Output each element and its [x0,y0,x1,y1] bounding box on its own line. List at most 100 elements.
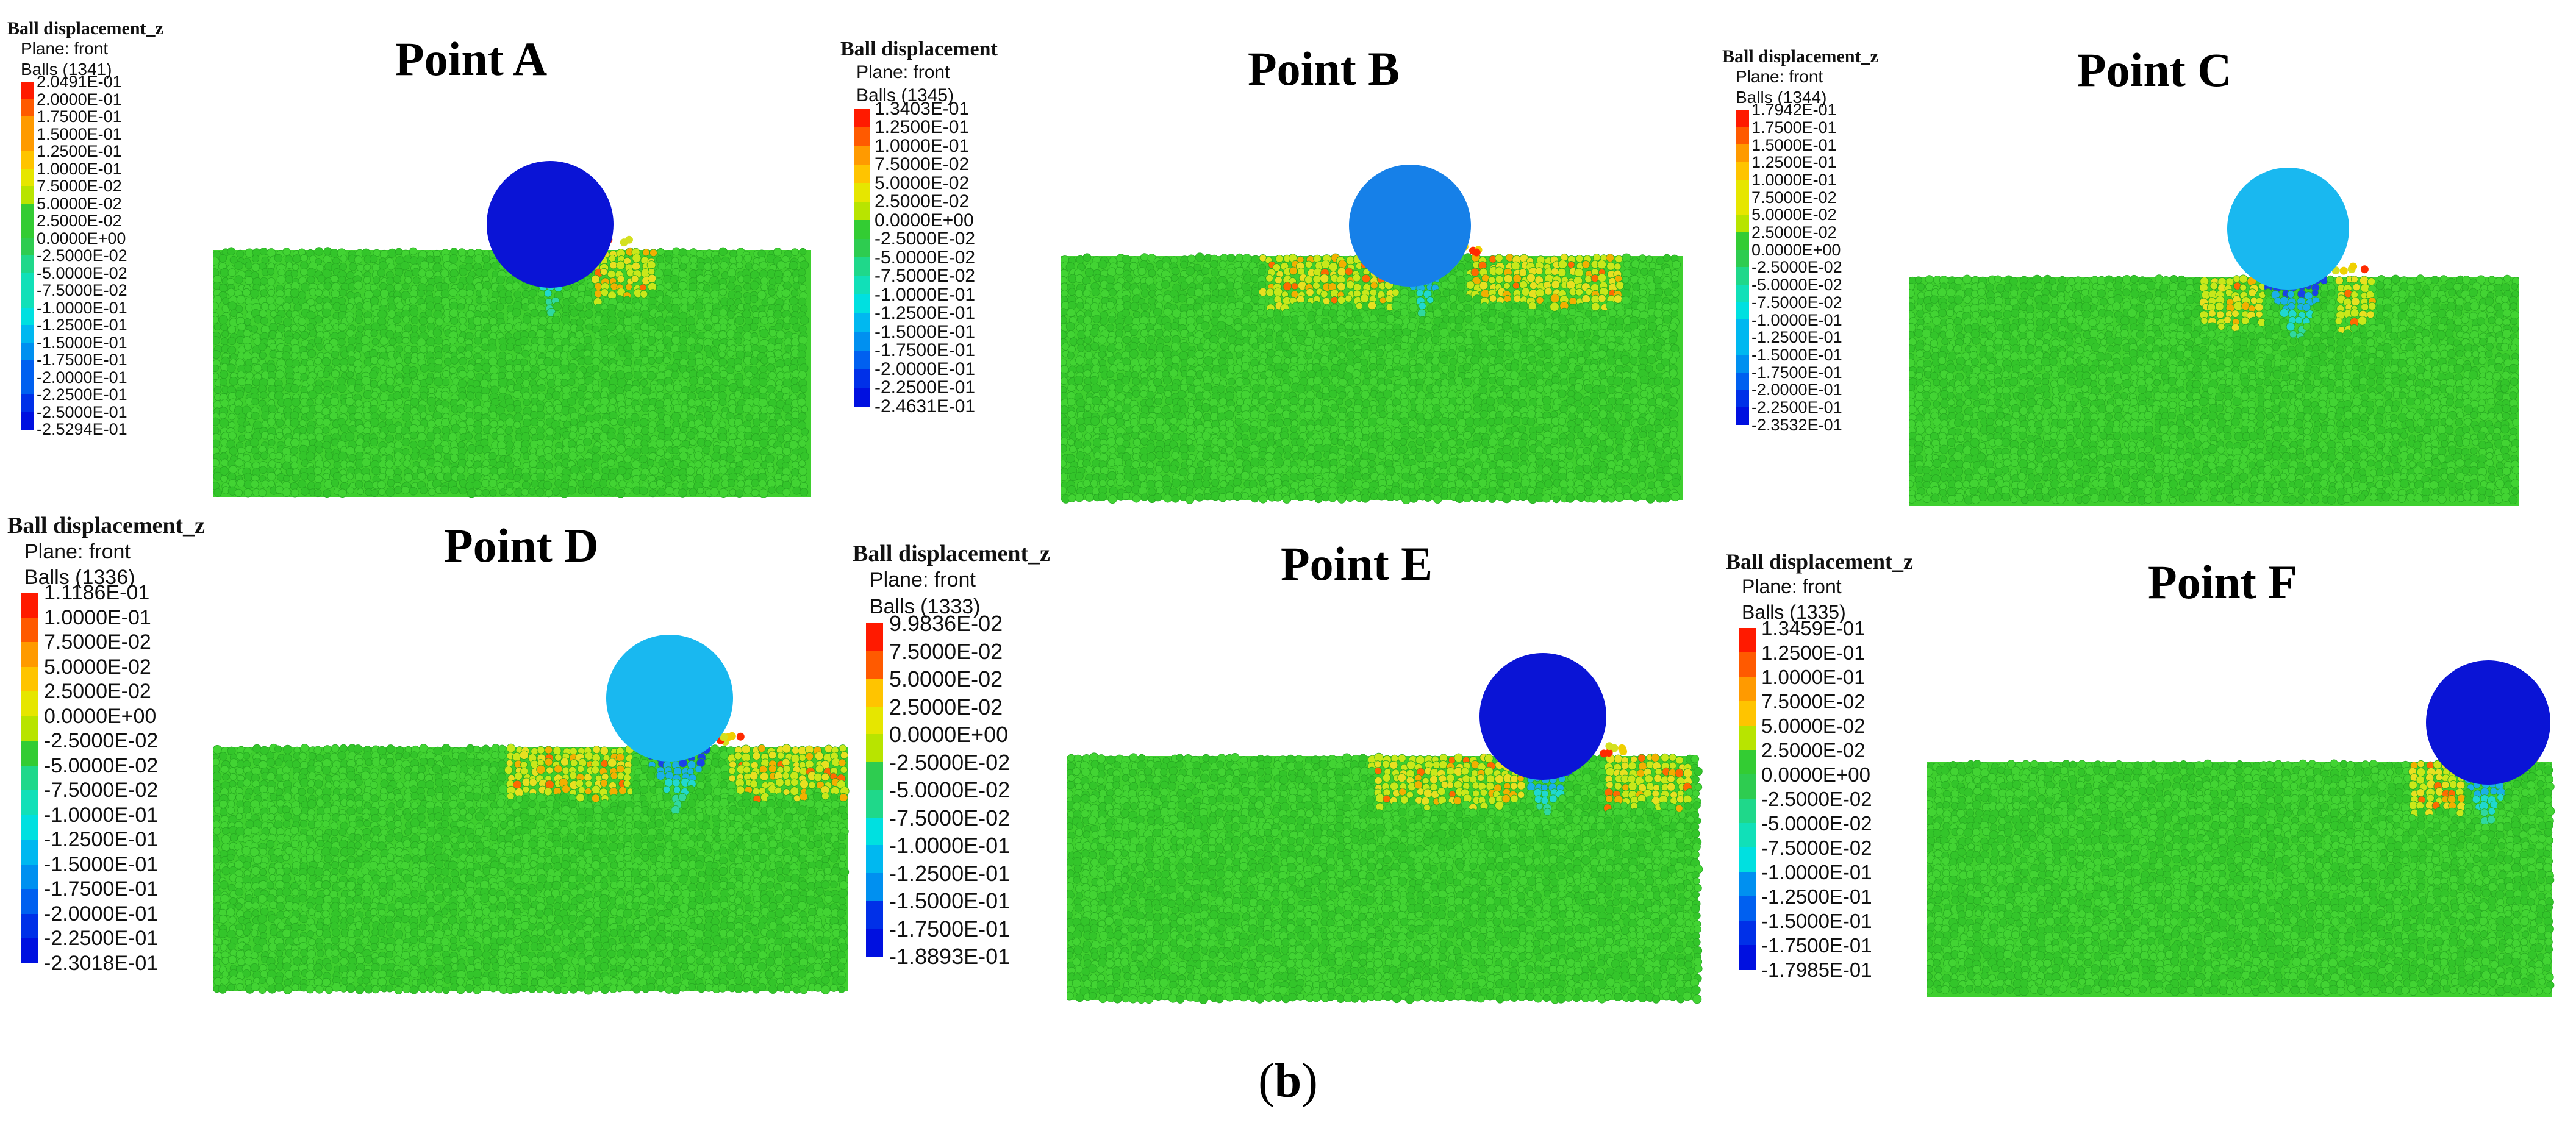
legend-tick-label: -1.0000E-01 [889,833,1011,858]
legend-swatch [854,276,870,295]
ejected-particle [625,235,633,244]
legend-swatch [866,817,883,846]
legend-tick-label: -1.8893E-01 [889,944,1011,969]
legend-tick-label: 1.2500E-01 [1761,641,1866,664]
legend-tick-label: 1.2500E-01 [875,117,970,137]
legend-swatch [1736,267,1749,285]
caption-open: ( [1258,1054,1275,1108]
legend-tick-label: 1.0000E-01 [44,605,151,629]
legend-swatch [21,99,34,117]
legend-swatch [854,369,870,388]
legend-plane: Plane: front [1742,576,1842,598]
legend-tick-label: 0.0000E+00 [1751,240,1841,259]
legend-tick-label: 1.7500E-01 [37,107,122,126]
legend-swatch [854,238,870,258]
legend-tick-label: 1.5000E-01 [1751,135,1837,154]
legend-tick-label: -5.0000E-02 [37,263,127,282]
legend-tick-label: -7.5000E-02 [1751,293,1842,312]
legend-ball-count: Balls (1335) [1742,601,1846,623]
legend-swatch [1739,652,1756,677]
legend-swatch [854,109,870,128]
legend-swatch [866,928,883,957]
legend-tick-label: -1.7500E-01 [875,340,976,360]
legend-swatch [854,220,870,240]
legend-swatch [1739,799,1756,824]
colorbar-legend: Ball displacement_z Plane: front Balls (… [7,18,190,506]
legend-swatch [854,387,870,407]
legend-swatch [1739,677,1756,702]
legend-tick-label: -1.2500E-01 [44,828,159,852]
legend-plane: Plane: front [1736,67,1823,86]
legend-tick-label: -2.0000E-01 [44,902,159,926]
legend-tick-label: -1.0000E-01 [875,284,976,305]
panel-title: Point D [444,519,599,572]
legend-swatch [866,845,883,874]
legend-tick-label: -1.5000E-01 [889,888,1011,914]
legend-swatch [854,183,870,202]
legend-swatch [21,186,34,204]
caption-close: ) [1301,1054,1318,1108]
legend-tick-label: 1.0000E-01 [1761,665,1866,688]
legend-swatch [1739,945,1756,970]
soil-particles [1927,758,2555,997]
legend-tick-label: 5.0000E-02 [875,173,970,193]
legend-swatch [1736,110,1749,128]
legend-tick-label: -2.0000E-01 [875,359,976,379]
colorbar-legend: Ball displacement_z Plane: front Balls (… [1722,46,1905,522]
legend-tick-label: 7.5000E-02 [1751,188,1837,207]
legend-tick-label: -1.0000E-01 [1761,860,1872,883]
legend-tick-label: -1.0000E-01 [44,803,159,827]
legend-tick-label: -2.5000E-02 [1761,787,1872,810]
legend-ball-count: Balls (1344) [1736,88,1827,107]
legend-tick-label: -1.5000E-01 [1761,909,1872,932]
legend-swatch [21,913,38,939]
legend-swatch [21,238,34,256]
legend-tick-label: -2.2500E-01 [1751,398,1842,417]
panel-title: Point F [2148,555,2297,608]
soil-particles [1909,274,2519,505]
legend-swatch [1739,701,1756,726]
legend-tick-label: -2.5000E-01 [37,402,127,421]
legend-title: Ball displacement_z [853,541,1051,566]
legend-swatch [21,864,38,890]
rigid-indenter-ball [487,161,614,288]
legend-tick-label: -2.3532E-01 [1751,415,1842,434]
legend-swatch [1736,302,1749,320]
colorbar-legend: Ball displacement_z Plane: front Balls (… [7,512,209,1000]
legend-swatch [21,741,38,766]
legend-swatch [866,623,883,652]
legend-title: Ball displacement_z [7,513,206,538]
legend-tick-label: 2.0491E-01 [37,73,122,91]
particle-simulation [1909,168,2519,506]
legend-tick-label: 2.5000E-02 [37,212,122,230]
legend-tick-label: -1.5000E-01 [1751,345,1842,364]
legend-tick-label: -1.2500E-01 [37,316,127,335]
legend-tick-label: -7.5000E-02 [889,805,1011,830]
legend-swatch [21,394,34,413]
legend-tick-label: -1.7500E-01 [1751,363,1842,382]
soil-particles [1061,252,1681,505]
legend-swatch [854,201,870,221]
legend-swatch [1736,162,1749,180]
legend-tick-label: -5.0000E-02 [44,754,159,777]
particle-simulation [213,161,811,498]
legend-tick-label: 1.0000E-01 [875,135,970,156]
legend-tick-label: -2.2500E-01 [875,377,976,398]
legend-swatch [21,815,38,840]
legend-tick-label: -5.0000E-02 [1761,812,1872,835]
legend-swatch [1736,319,1749,338]
legend-plane: Plane: front [870,568,976,591]
legend-ball-count: Balls (1336) [24,566,135,589]
legend-swatch [854,164,870,184]
legend-swatch [21,377,34,395]
legend-swatch [1739,628,1756,653]
caption-letter: b [1274,1054,1302,1108]
legend-tick-label: 2.5000E-02 [44,680,151,704]
legend-tick-label: 7.5000E-02 [37,177,122,196]
figure-caption: (b) [0,1054,2576,1109]
legend-swatch [21,273,34,291]
legend-swatch [21,203,34,221]
legend-tick-label: 2.5000E-02 [1761,738,1866,762]
legend-swatch [1739,774,1756,799]
legend-tick-label: -1.0000E-01 [37,298,127,317]
